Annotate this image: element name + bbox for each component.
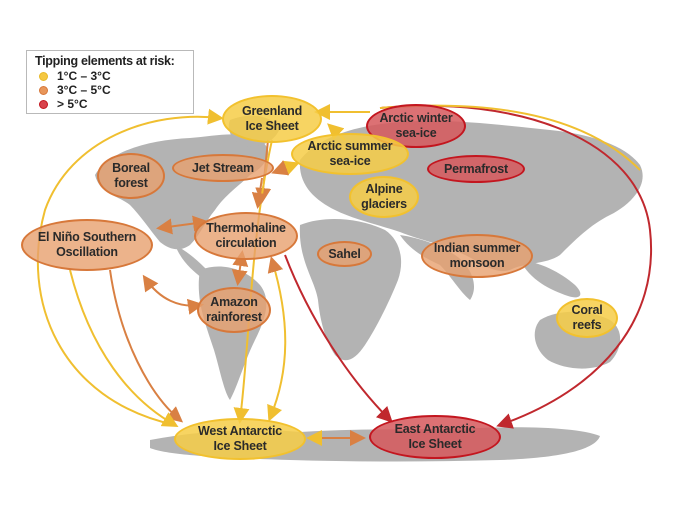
legend-label: > 5°C [57,97,88,111]
orange-dot-icon [39,85,48,95]
node-thermohaline-circulation: Thermohaline circulation [194,212,298,260]
legend-item-high: > 5°C [35,97,185,111]
node-amazon-rainforest: Amazon rainforest [197,287,271,333]
node-jet-stream: Jet Stream [172,154,274,182]
node-coral-reefs: Coral reefs [556,298,618,338]
legend: Tipping elements at risk: 1°C – 3°C 3°C … [26,50,194,114]
legend-item-mid: 3°C – 5°C [35,83,185,97]
node-arctic-summer-sea-ice: Arctic summer sea-ice [291,133,409,175]
node-el-nino-southern-oscillation: El Niño Southern Oscillation [21,219,153,271]
node-boreal-forest: Boreal forest [97,153,165,199]
node-east-antarctic-ice-sheet: East Antarctic Ice Sheet [369,415,501,459]
node-alpine-glaciers: Alpine glaciers [349,176,419,218]
legend-item-low: 1°C – 3°C [35,69,185,83]
legend-label: 3°C – 5°C [57,83,111,97]
node-west-antarctic-ice-sheet: West Antarctic Ice Sheet [174,418,306,460]
red-dot-icon [39,99,48,109]
node-indian-summer-monsoon: Indian summer monsoon [421,234,533,278]
legend-title: Tipping elements at risk: [35,54,175,68]
node-permafrost: Permafrost [427,155,525,183]
legend-label: 1°C – 3°C [57,69,111,83]
node-sahel: Sahel [317,241,372,267]
yellow-dot-icon [39,71,48,81]
node-greenland-ice-sheet: Greenland Ice Sheet [222,95,322,143]
